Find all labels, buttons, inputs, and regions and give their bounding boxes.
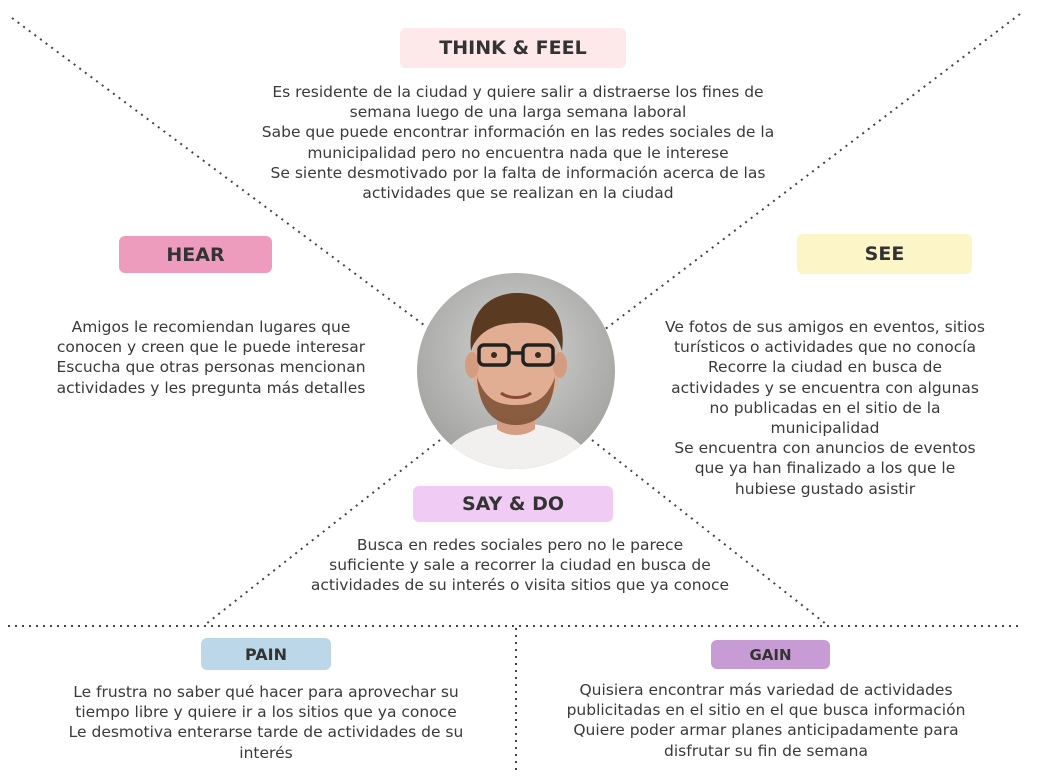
hear-line: conocen y creen que le puede interesar [56, 338, 366, 357]
see-line: Se encuentra con anuncios de eventos [674, 439, 976, 458]
think-feel-text: Es residente de la ciudad y quiere salir… [180, 82, 856, 203]
hear-text: Amigos le recomiendan lugares que conoce… [20, 317, 402, 398]
see-line: turísticos o actividades que no conocía [673, 338, 977, 357]
say-do-line: Busca en redes sociales pero no le parec… [356, 536, 684, 554]
pain-line: Le desmotiva enterarse tarde de activida… [68, 723, 464, 742]
gain-line: Quisiera encontrar más variedad de activ… [579, 681, 953, 699]
see-text: Ve fotos de sus amigos en eventos, sitio… [630, 317, 1020, 499]
see-line: Ve fotos de sus amigos en eventos, sitio… [665, 318, 985, 336]
pain-text: Le frustra no saber qué hacer para aprov… [10, 682, 522, 763]
persona-avatar [417, 273, 615, 469]
gain-label: GAIN [711, 640, 830, 669]
think-feel-line: Se siente desmotivado por la falta de in… [270, 163, 766, 182]
see-line: no publicadas en el sitio de la [709, 398, 941, 417]
see-line: hubiese gustado asistir [734, 479, 916, 498]
diagonal-top-left [11, 17, 429, 329]
diagonal-top-right [603, 13, 1021, 331]
pain-label: PAIN [201, 638, 331, 670]
say-do-line: actividades de su interés o visita sitio… [310, 576, 730, 595]
diagonal-bottom-right [591, 439, 827, 625]
pain-line: interés [239, 743, 293, 762]
pain-line: Le frustra no saber qué hacer para aprov… [73, 683, 459, 701]
hear-line: Amigos le recomiendan lugares que [71, 318, 351, 336]
gain-line: Quiere poder armar planes anticipadament… [573, 721, 959, 740]
see-line: Recorre la ciudad en busca de [707, 358, 943, 377]
diagonal-bottom-left [205, 439, 441, 625]
say-do-text: Busca en redes sociales pero no le parec… [250, 535, 790, 596]
think-feel-line: municipalidad pero no encuentra nada que… [307, 143, 729, 162]
see-line: que ya han finalizado a los que le [694, 459, 956, 478]
say-do-line: suficiente y sale a recorrer la ciudad e… [329, 556, 711, 575]
think-feel-label: THINK & FEEL [400, 28, 626, 68]
say-do-label: SAY & DO [413, 486, 613, 522]
hear-line: Escucha que otras personas mencionan [56, 358, 366, 377]
gain-text: Quisiera encontrar más variedad de activ… [522, 680, 1010, 761]
hear-label: HEAR [119, 236, 272, 273]
persona-portrait [417, 273, 615, 469]
gain-line: publicitadas en el sitio en el que busca… [566, 701, 966, 720]
hear-line: actividades y les pregunta más detalles [56, 378, 366, 397]
see-line: municipalidad [770, 419, 880, 438]
think-feel-line: semana luego de una larga semana laboral [349, 103, 687, 122]
see-line: actividades y se encuentra con algunas [671, 378, 979, 397]
think-feel-line: Sabe que puede encontrar información en … [261, 123, 775, 142]
pain-line: tiempo libre y quiere ir a los sitios qu… [75, 703, 457, 722]
think-feel-line: Es residente de la ciudad y quiere salir… [272, 83, 764, 101]
gain-line: disfrutar su fin de semana [664, 741, 868, 760]
think-feel-line: actividades que se realizan en la ciudad [362, 184, 674, 203]
see-label: SEE [797, 234, 972, 274]
